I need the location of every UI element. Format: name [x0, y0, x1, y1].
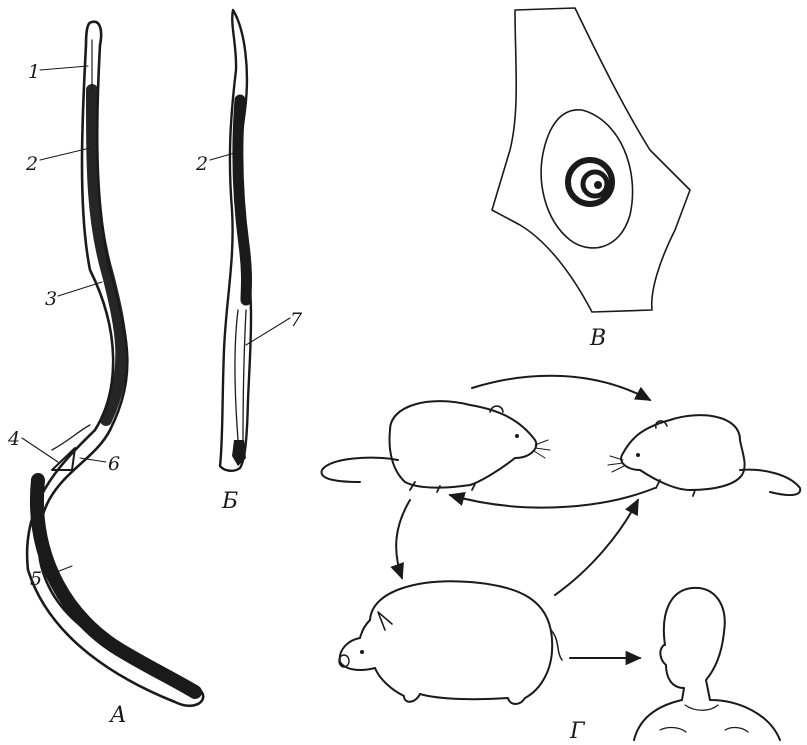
- coiled-larva: [568, 160, 612, 204]
- rat-icon: [322, 401, 550, 492]
- panel-letter-g: Г: [569, 719, 586, 744]
- label-5: 5: [30, 568, 42, 590]
- panel-letter-a: А: [108, 703, 127, 728]
- label-4: 4: [7, 428, 20, 450]
- label-2a: 2: [25, 153, 38, 175]
- panel-letter-b: Б: [221, 489, 238, 514]
- panel-b-labels: 2 7 Б: [195, 152, 303, 514]
- panel-g-life-cycle: Г: [322, 376, 801, 744]
- rat-icon: [608, 415, 800, 496]
- label-1: 1: [28, 61, 40, 83]
- label-7: 7: [290, 309, 303, 331]
- panel-letter-v: В: [589, 326, 606, 351]
- label-2b: 2: [195, 153, 208, 175]
- arrow-icon: [396, 376, 655, 658]
- pig-icon: [339, 581, 562, 704]
- label-3: 3: [45, 288, 57, 310]
- panel-b-male-worm: [220, 10, 251, 471]
- human-icon: [634, 588, 780, 740]
- panel-v-encysted-larva: В: [492, 8, 690, 351]
- label-6: 6: [108, 453, 120, 475]
- panel-a-female-worm: [27, 22, 203, 706]
